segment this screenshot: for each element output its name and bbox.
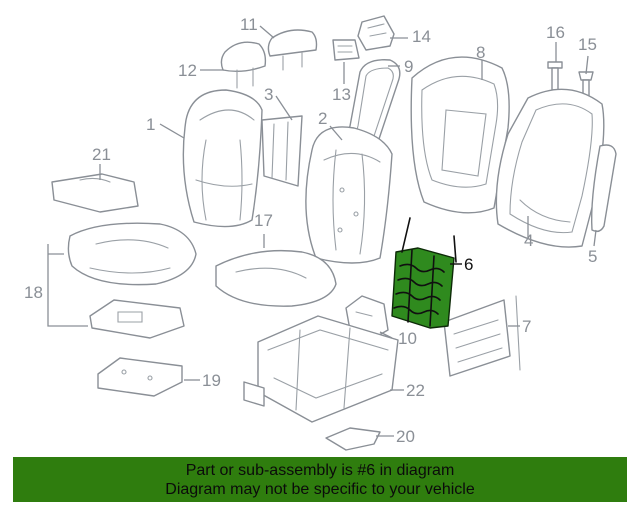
- callout-5: 5: [588, 247, 597, 266]
- part-4-seatback-frame: [495, 88, 605, 248]
- part-18-lower-panel: [89, 299, 185, 339]
- callout-12: 12: [178, 61, 197, 80]
- part-21-trim: [51, 173, 139, 213]
- part-7-lumbar: [443, 295, 521, 377]
- seat-parts-diagram: 1 2 3 4 5 6 7 8 9 10 11 12 13 14 15 16 1…: [24, 15, 617, 451]
- part-12-headrest: [220, 41, 267, 89]
- banner-line-1: Part or sub-assembly is #6 in diagram: [185, 462, 455, 479]
- part-11-headrest: [267, 29, 318, 71]
- callout-21: 21: [92, 145, 111, 164]
- callout-16: 16: [546, 23, 565, 42]
- callout-18: 18: [24, 283, 43, 302]
- callout-19: 19: [202, 371, 221, 390]
- part-5-side-cover: [590, 144, 617, 233]
- part-13-clip: [332, 39, 360, 61]
- part-17-cushion-pad: [215, 249, 337, 307]
- part-8-seatback-cover: [410, 56, 510, 214]
- part-15-bolt: [578, 71, 594, 99]
- part-16-bolt: [547, 61, 563, 91]
- banner-line-2: Diagram may not be specific to your vehi…: [165, 481, 475, 498]
- part-1-seatback-trim: [182, 89, 263, 228]
- callout-6: 6: [464, 255, 473, 274]
- part-14-bracket: [357, 15, 395, 51]
- callout-20: 20: [396, 427, 415, 446]
- callout-14: 14: [412, 27, 431, 46]
- callout-8: 8: [476, 43, 485, 62]
- part-19-panel: [97, 357, 183, 397]
- callout-9: 9: [404, 57, 413, 76]
- callout-4: 4: [524, 231, 533, 250]
- part-22-seat-track: [243, 315, 399, 423]
- callout-11: 11: [240, 15, 258, 34]
- callout-10: 10: [398, 329, 417, 348]
- callout-3: 3: [264, 85, 273, 104]
- part-2-seatback-trim: [305, 126, 393, 264]
- callout-1: 1: [146, 115, 155, 134]
- callout-17: 17: [254, 211, 273, 230]
- info-banner: Part or sub-assembly is #6 in diagram Di…: [13, 457, 627, 502]
- callout-13: 13: [332, 85, 351, 104]
- callout-7: 7: [522, 317, 531, 336]
- part-18-cushion-trim: [67, 222, 197, 286]
- callout-22: 22: [406, 381, 425, 400]
- callout-15: 15: [578, 35, 597, 54]
- part-20-cover: [325, 427, 381, 451]
- part-6-seatback-suspension: [391, 217, 457, 329]
- part-3-panel: [261, 115, 303, 187]
- callout-2: 2: [318, 109, 327, 128]
